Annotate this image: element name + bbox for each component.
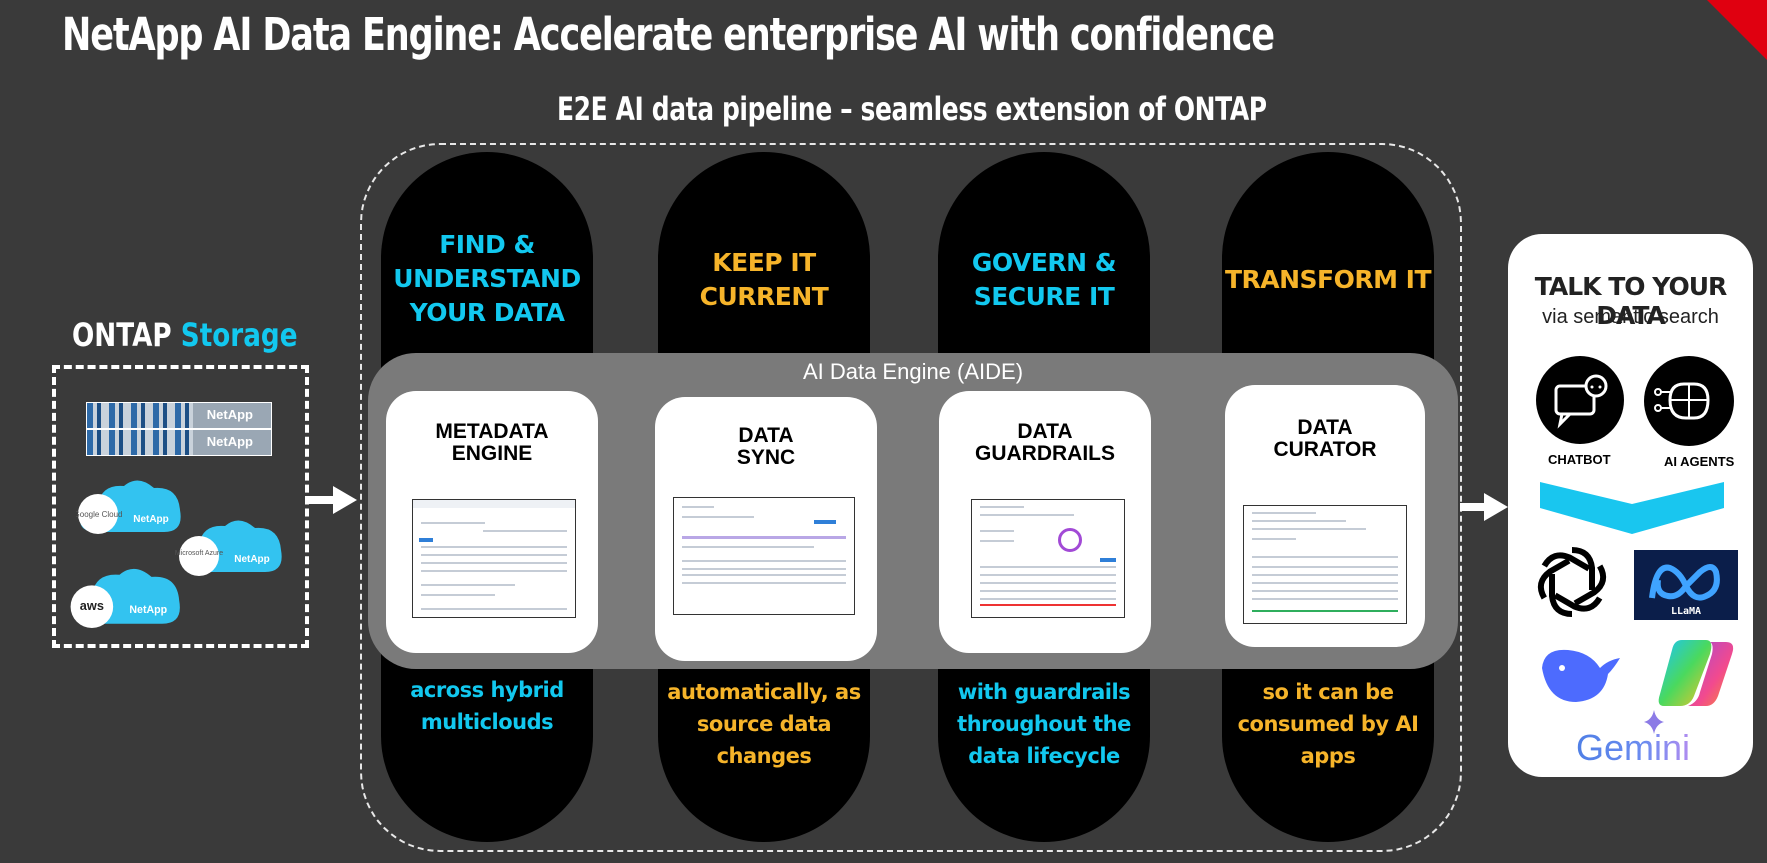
pillar-top-text: GOVERN &SECURE IT [971,248,1117,311]
svg-text:NetApp: NetApp [234,554,270,565]
arrow-right-icon [305,486,357,514]
deepseek-logo-icon [1542,649,1620,702]
ontap-storage-label: ONTAP Storage [72,316,298,354]
data-guardrails-screenshot [971,499,1125,618]
aide-label: AI Data Engine (AIDE) [802,359,1024,384]
metadata-engine-screenshot [412,499,576,618]
svg-text:NetApp: NetApp [133,514,169,525]
corner-accent [1707,0,1767,60]
ontap-storage-box [52,365,309,648]
aws-netapp-icon: aws NetApp [70,568,180,628]
talk-subtitle: via semantic search [1542,306,1719,328]
arrow-right-icon [1460,493,1508,521]
svg-text:Gemini: Gemini [1576,727,1690,768]
talk-to-your-data-panel: TALK TO YOUR DATA via semantic search CH… [1508,234,1753,777]
llama-logo-icon: LLaMA [1634,550,1738,620]
netapp-server: NetApp [86,402,272,429]
talk-title: TALK TO YOUR DATA [1534,272,1728,330]
chevron-down-icon [1540,482,1724,534]
azure-netapp-icon: Microsoft Azure NetApp [175,520,282,576]
svg-text:aws: aws [80,598,104,613]
copilot-logo-icon [1658,640,1734,706]
svg-text:Google Cloud: Google Cloud [76,510,122,519]
ai-agents-label: AI AGENTS [1664,454,1735,469]
slide-title: NetApp AI Data Engine: Accelerate enterp… [62,8,1275,61]
google-cloud-netapp-icon: Google Cloud NetApp [76,480,181,534]
svg-text:LLaMA: LLaMA [1671,606,1701,617]
data-curator-screenshot [1243,505,1407,624]
pipeline-subtitle: E2E AI data pipeline – seamless extensio… [557,90,1267,128]
chatbot-label: CHATBOT [1548,452,1611,467]
data-sync-screenshot [673,497,855,615]
pillar-top-text: TRANSFORM IT [1224,265,1432,294]
netapp-server: NetApp [86,429,272,456]
openai-logo-icon [1537,547,1607,617]
ai-agents-icon [1644,356,1734,446]
pipeline-frame [360,143,1462,852]
gemini-logo-icon: Gemini [1576,710,1690,768]
svg-text:Microsoft Azure: Microsoft Azure [175,550,223,557]
svg-text:NetApp: NetApp [129,604,167,616]
chatbot-icon [1536,356,1624,444]
